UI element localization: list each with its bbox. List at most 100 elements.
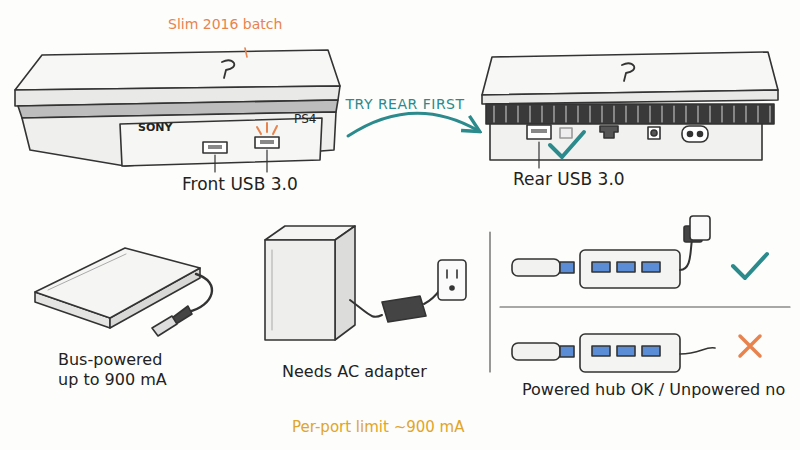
- front-console-part: [214, 155, 215, 172]
- front-console-part: [260, 140, 274, 144]
- rear-console-part-part: [505, 106, 506, 122]
- divider-part: [489, 232, 490, 372]
- front-console-part: [266, 123, 268, 132]
- front-console-part: [245, 48, 247, 57]
- rear-console-part-part: [685, 106, 686, 122]
- rear-console-part-part: [769, 106, 770, 122]
- front-console-part: [208, 145, 222, 149]
- desktop-drive-part: [350, 300, 382, 317]
- rear-console-part-part: [613, 106, 614, 122]
- powered-hub-part: [580, 250, 680, 288]
- unpowered-hub-part: [580, 334, 680, 372]
- rear-console-part-part: [757, 106, 758, 122]
- portable-drive-part: [188, 274, 212, 312]
- front-console-part: [203, 142, 227, 153]
- rear-console-part: [651, 130, 657, 136]
- rear-console-part-part: [661, 106, 662, 122]
- rear-console-part-part: [697, 106, 698, 122]
- rear-console-part-part: [493, 106, 494, 122]
- portable-drive-part: [35, 248, 200, 318]
- rear-console-part: [490, 124, 762, 160]
- rear-console-part-part: [601, 106, 602, 122]
- arrow-connector: [348, 113, 478, 136]
- powered-hub-part: [680, 240, 692, 270]
- front-console-part: [257, 127, 261, 134]
- front-console-part: [22, 112, 336, 166]
- port-caption: Front USB 3.0: [182, 174, 342, 195]
- powered-hub-part: [642, 262, 660, 272]
- note-label: Per-port limit ~900 mA: [292, 418, 512, 437]
- rear-console-part-part: [673, 106, 674, 122]
- unpowered-hub-part: [740, 336, 760, 356]
- powered-hub-part: [690, 216, 710, 240]
- rear-console-part: [538, 142, 539, 168]
- rear-console-part-part: [637, 106, 638, 122]
- unpowered-hub-part: [680, 348, 715, 354]
- note-label: Bus-powered up to 900 mA: [58, 350, 178, 390]
- rear-console-part-part: [517, 106, 518, 122]
- rear-console-part: [482, 52, 778, 95]
- rear-console-part: [682, 126, 708, 142]
- desktop-drive-part: [335, 226, 355, 340]
- desktop-drive-part: [446, 270, 448, 278]
- rear-console-part-part: [745, 106, 746, 122]
- rear-console-part: [648, 127, 660, 139]
- note-label: Needs AC adapter: [282, 362, 452, 382]
- rear-console-part: [527, 125, 551, 139]
- powered-hub-part: [617, 262, 635, 272]
- console-node: SONY PS4Front USB 3.0: [10, 40, 348, 200]
- rear-console-part-part: [649, 106, 650, 122]
- desktop-drive: [265, 226, 466, 340]
- unpowered-hub-part: [560, 346, 574, 357]
- rear-console-part: [622, 63, 634, 81]
- powered-hub-part: [733, 254, 767, 278]
- rear-console-part-part: [577, 106, 578, 122]
- front-console-part: [266, 150, 267, 172]
- front-console-part: [15, 50, 340, 90]
- front-console-part: [120, 118, 322, 166]
- unpowered-hub-part: [592, 346, 610, 356]
- portable-drive-part: [48, 254, 126, 290]
- brand-marking: SONY: [138, 121, 198, 135]
- rear-console-part-part: [541, 106, 542, 122]
- desktop-drive-part: [438, 260, 466, 300]
- rear-console-part: [550, 132, 584, 157]
- rear-console-part: [560, 128, 572, 138]
- unpowered-hub-part: [642, 346, 660, 356]
- portable-drive: [35, 248, 212, 336]
- front-console-part: [273, 126, 277, 134]
- console-node: Rear USB 3.0: [478, 45, 778, 195]
- rear-console-part: [688, 132, 693, 137]
- powered-hub: [512, 216, 767, 288]
- unpowered-hub-part: [617, 346, 635, 356]
- divider: [490, 232, 790, 372]
- rear-console-part-part: [565, 106, 566, 122]
- desktop-drive-part: [450, 286, 454, 290]
- unpowered-hub-part: [512, 343, 560, 360]
- unpowered-hub: [512, 334, 760, 372]
- powered-hub-part: [592, 262, 610, 272]
- divider-part: [500, 306, 790, 307]
- edge-label: TRY REAR FIRST: [346, 96, 465, 114]
- rear-console-part: [698, 132, 703, 137]
- rear-console-part-part: [733, 106, 734, 122]
- port-caption: Rear USB 3.0: [513, 169, 673, 190]
- desktop-drive-part: [456, 270, 458, 278]
- rear-console-part-part: [553, 106, 554, 122]
- rear-console-part: [494, 106, 770, 122]
- front-console-part: [255, 137, 279, 148]
- rear-console-part-part: [721, 106, 722, 122]
- note-label: Slim 2016 batch: [168, 16, 308, 34]
- note-label: Powered hub OK / Unpowered no: [522, 380, 800, 400]
- powered-hub-part: [560, 262, 574, 273]
- rear-console-part: [600, 126, 618, 138]
- brand-marking: PS4: [294, 112, 344, 127]
- rear-console-part: [531, 129, 547, 133]
- front-console-part: [222, 60, 234, 78]
- rear-console-part: [482, 90, 778, 104]
- front-console: [15, 48, 340, 172]
- desktop-drive-part: [265, 240, 335, 340]
- powered-hub-part: [512, 259, 560, 276]
- desktop-drive-part: [272, 250, 273, 330]
- rear-console-part-part: [625, 106, 626, 122]
